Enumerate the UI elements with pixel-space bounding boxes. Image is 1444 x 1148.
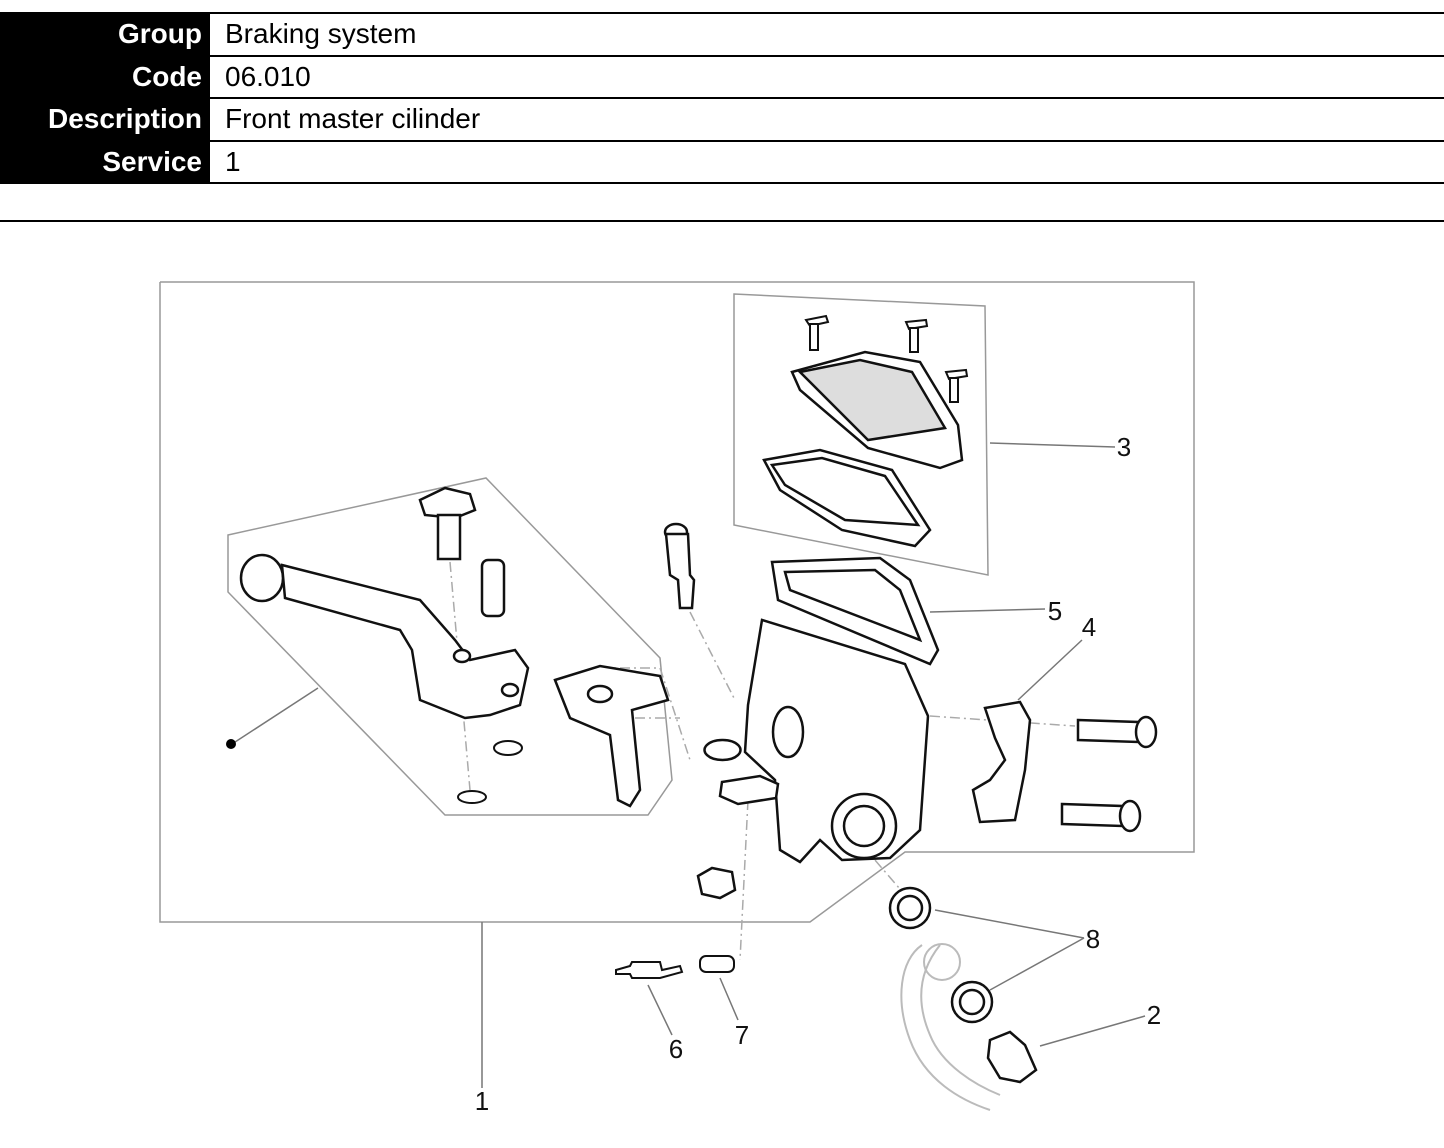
callout-7: 7 (735, 1020, 749, 1050)
reservoir-gasket (770, 556, 940, 666)
reservoir-cap (762, 350, 964, 548)
lever-pin (480, 558, 506, 618)
banjo-bolt (986, 1030, 1038, 1084)
handlebar-clamp (971, 700, 1032, 824)
row-description: Description Front master cilinder (0, 97, 1444, 140)
service-value: 1 (210, 141, 1444, 182)
brake-light-switch (615, 955, 735, 979)
description-value: Front master cilinder (210, 99, 1444, 140)
code-value: 06.010 (210, 56, 1444, 97)
callout-5: 5 (1048, 596, 1062, 626)
exploded-parts-diagram: 1 2 3 4 5 6 7 8 (159, 281, 1195, 1116)
row-service: Service 1 (0, 139, 1444, 184)
callout-6: 6 (669, 1034, 683, 1064)
row-code: Code 06.010 (0, 54, 1444, 97)
code-label: Code (0, 56, 210, 97)
lever-boundary (227, 477, 673, 816)
description-label: Description (0, 99, 210, 140)
lever-bracket (553, 664, 670, 808)
clamp-bolts (1060, 715, 1158, 833)
cap-screws (804, 314, 969, 403)
callout-1: 1 (475, 1086, 489, 1116)
callout-2: 2 (1147, 1000, 1161, 1030)
adjuster-knob (418, 486, 477, 561)
header-separator (0, 220, 1444, 222)
row-group: Group Braking system (0, 12, 1444, 55)
callout-labels: 1 2 3 4 5 6 7 8 (475, 432, 1161, 1116)
brake-hose (900, 943, 1001, 1111)
master-cylinder-body (703, 618, 930, 864)
group-value: Braking system (210, 14, 1444, 55)
pivot-bolt (663, 522, 696, 610)
assembly-boundary (159, 281, 1195, 923)
reservoir-boundary (733, 293, 989, 576)
info-table: Group Braking system Code 06.010 Descrip… (0, 12, 1444, 184)
kit-marker-dot (226, 739, 236, 749)
circlips (457, 740, 523, 804)
callout-8: 8 (1086, 924, 1100, 954)
copper-washers (888, 886, 994, 1024)
group-label: Group (0, 14, 210, 55)
callout-4: 4 (1082, 612, 1096, 642)
service-label: Service (0, 141, 210, 182)
callout-3: 3 (1117, 432, 1131, 462)
nut (696, 866, 737, 900)
brake-lever (239, 553, 530, 720)
